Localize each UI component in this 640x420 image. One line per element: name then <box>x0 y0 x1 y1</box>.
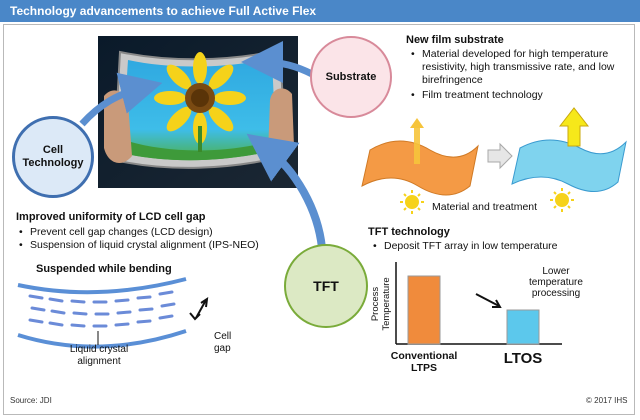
cell-bubble-label-line2: Technology <box>22 157 84 169</box>
orange-film <box>361 140 479 196</box>
cell-gap-label-line1: Cell <box>214 331 232 342</box>
y-axis-label-line1: Process <box>370 287 381 322</box>
substrate-bullet-1: Material developed for high temperature … <box>411 48 622 87</box>
slide-frame <box>3 24 635 415</box>
cell-inner-substrate <box>17 329 187 349</box>
substrate-bubble-label: Substrate <box>325 71 377 83</box>
sun-icon <box>550 188 574 212</box>
substrate-bullet-2: Film treatment technology <box>411 89 543 102</box>
process-arrow-icon <box>487 142 513 170</box>
title-bar: Technology advancements to achieve Full … <box>0 0 640 22</box>
liquid-crystal-label-line2: alignment <box>77 356 121 367</box>
source-note: Source: JDI <box>10 396 52 405</box>
cell-gap-label: Cell gap <box>214 331 231 355</box>
substrate-heading: New film substrate <box>406 34 504 46</box>
liquid-crystal-label: Liquid crystal alignment <box>60 344 138 368</box>
arrow-tft-to-photo <box>246 133 326 249</box>
substrate-bubble: Substrate <box>310 36 392 118</box>
category-label-1-line1: LTOS <box>504 350 543 367</box>
tft-bubble-label: TFT <box>313 278 339 294</box>
cell-heading: Improved uniformity of LCD cell gap <box>16 211 206 223</box>
orange-film-heat-bar <box>414 124 420 164</box>
category-label-0-line2: LTPS <box>411 362 437 374</box>
annotation-line1: Lower <box>542 266 570 277</box>
tft-heading: TFT technology <box>368 226 450 238</box>
cell-technology-bubble: Cell Technology <box>12 116 94 198</box>
y-axis-label-line2: Temperature <box>381 277 392 330</box>
orange-film-heat-arrowhead <box>410 118 424 128</box>
annotation-line3: processing <box>532 288 580 299</box>
trend-arrow <box>475 293 500 307</box>
cell-gap-arrowhead-bottom <box>189 312 201 321</box>
arrow-substrate-to-photo <box>241 41 314 84</box>
trend-arrowhead <box>492 299 502 308</box>
liquid-crystal-label-line1: Liquid crystal <box>69 344 129 355</box>
sun-icon <box>400 190 424 214</box>
annotation-line2: temperature <box>529 277 583 288</box>
bar-0 <box>407 275 441 345</box>
category-label-0-line1: Conventional <box>391 350 458 362</box>
cell-gap-arrowhead-top <box>200 296 209 308</box>
copyright-note: © 2017 IHS <box>586 396 628 405</box>
bar-1 <box>506 309 540 345</box>
cell-diagram-title: Suspended while bending <box>36 263 172 275</box>
blue-film <box>511 139 627 192</box>
cell-bullet-2: Suspension of liquid crystal alignment (… <box>19 239 259 252</box>
cell-bullet-1: Prevent cell gap changes (LCD design) <box>19 226 213 239</box>
arrow-cell-to-photo <box>79 72 163 127</box>
tft-bubble: TFT <box>284 244 368 328</box>
cell-outer-substrate <box>17 277 187 295</box>
liquid-crystal-molecules <box>28 290 176 328</box>
slide-title: Technology advancements to achieve Full … <box>10 4 317 18</box>
material-treatment-caption: Material and treatment <box>432 201 538 213</box>
up-arrow-icon <box>558 107 590 147</box>
cell-bubble-label-line1: Cell <box>42 144 64 156</box>
cell-gap-label-line2: gap <box>214 343 231 354</box>
tft-bullet-1: Deposit TFT array in low temperature <box>373 240 557 253</box>
